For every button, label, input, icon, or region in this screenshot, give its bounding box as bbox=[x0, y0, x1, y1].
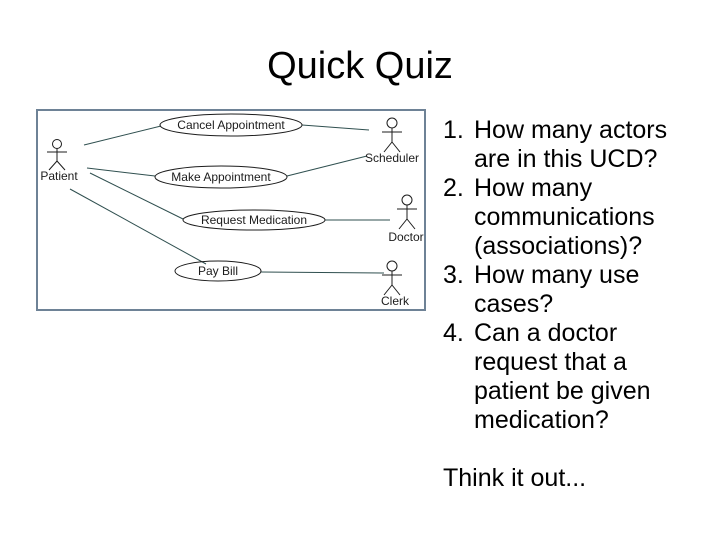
person-icon bbox=[397, 194, 417, 230]
use-case-pay-bill: Pay Bill bbox=[174, 260, 262, 282]
slide-title: Quick Quiz bbox=[267, 45, 453, 87]
use-case-diagram: Cancel Appointment Make Appointment Requ… bbox=[36, 109, 426, 311]
quiz-item-number: 1. bbox=[443, 116, 464, 144]
assoc-make-appointment-scheduler bbox=[286, 155, 368, 177]
quiz-item-text: How many use cases? bbox=[474, 261, 640, 318]
quiz-question-list: 1. How many actors are in this UCD? 2. H… bbox=[443, 116, 709, 493]
assoc-cancel-appointment-scheduler bbox=[301, 124, 370, 131]
use-case-label: Pay Bill bbox=[198, 264, 238, 278]
actor-scheduler: Scheduler bbox=[365, 117, 419, 165]
use-case-cancel-appointment: Cancel Appointment bbox=[159, 113, 303, 137]
quiz-item: 3. How many use cases? bbox=[443, 261, 709, 319]
quiz-item-text: How many actors are in this UCD? bbox=[474, 116, 668, 173]
use-case-ellipse bbox=[154, 165, 288, 189]
quiz-item-text: Can a doctor request that a patient be g… bbox=[474, 319, 651, 434]
association-lines bbox=[69, 124, 390, 274]
use-case-ellipse bbox=[182, 209, 326, 231]
quiz-footer-text: Think it out... bbox=[443, 464, 587, 492]
assoc-patient-request-medication bbox=[89, 172, 184, 220]
actor-patient-label: Patient bbox=[40, 169, 78, 183]
quiz-item-number: 2. bbox=[443, 174, 464, 202]
assoc-patient-pay-bill bbox=[69, 188, 207, 265]
assoc-pay-bill-clerk bbox=[260, 271, 385, 274]
use-case-label: Make Appointment bbox=[171, 170, 271, 184]
use-case-ellipse bbox=[159, 113, 303, 137]
actor-scheduler-label: Scheduler bbox=[365, 151, 419, 165]
assoc-patient-cancel-appointment bbox=[83, 125, 162, 146]
actor-doctor: Doctor bbox=[388, 194, 424, 244]
use-case-request-medication: Request Medication bbox=[182, 209, 326, 231]
use-case-diagram-canvas: Cancel Appointment Make Appointment Requ… bbox=[40, 113, 424, 308]
use-case-make-appointment: Make Appointment bbox=[154, 165, 288, 189]
quiz-item: 2. How many communications (associations… bbox=[443, 174, 709, 261]
actor-doctor-label: Doctor bbox=[388, 230, 423, 244]
quiz-item-text: How many communications (associations)? bbox=[474, 174, 655, 260]
person-icon bbox=[382, 117, 402, 153]
actor-patient: Patient bbox=[40, 139, 78, 183]
assoc-patient-make-appointment bbox=[86, 167, 156, 177]
person-icon bbox=[382, 260, 402, 296]
quiz-item-number: 4. bbox=[443, 319, 464, 347]
use-case-label: Request Medication bbox=[201, 213, 307, 227]
use-case-label: Cancel Appointment bbox=[177, 118, 285, 132]
actor-clerk: Clerk bbox=[381, 260, 410, 308]
quiz-item: 4. Can a doctor request that a patient b… bbox=[443, 319, 709, 435]
use-case-ellipse bbox=[174, 260, 262, 282]
quiz-item: 1. How many actors are in this UCD? bbox=[443, 116, 709, 174]
person-icon bbox=[47, 139, 67, 171]
quiz-item-number: 3. bbox=[443, 261, 464, 289]
actor-clerk-label: Clerk bbox=[381, 294, 410, 308]
